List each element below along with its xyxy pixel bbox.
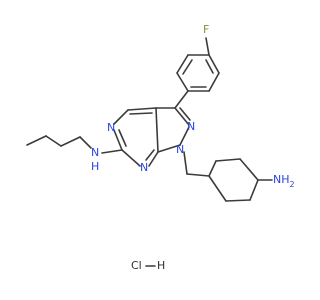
atom-secondary-amine-h: H (91, 160, 99, 173)
amine-subscript: 2 (290, 180, 295, 189)
atom-secondary-amine-n: N (91, 146, 99, 159)
atom-pyrazole-n2: N (187, 120, 195, 133)
molecule-structure: F N N N N N H NH2 Cl H (26, 23, 295, 272)
atom-pyrimidine-n-top: N (107, 121, 115, 134)
atom-labels: F N N N N N H NH2 (91, 23, 295, 189)
salt-label: Cl H (131, 259, 165, 272)
atom-primary-amine: NH2 (273, 173, 295, 189)
salt-hydrogen: H (157, 259, 165, 272)
atom-pyrimidine-n-bottom: N (140, 161, 148, 174)
salt-chlorine: Cl (131, 259, 142, 272)
atom-fluorine: F (203, 23, 209, 36)
amine-nh-text: NH (273, 173, 290, 186)
bond-lines (26, 37, 273, 202)
atom-pyrazole-n1: N (176, 143, 184, 156)
